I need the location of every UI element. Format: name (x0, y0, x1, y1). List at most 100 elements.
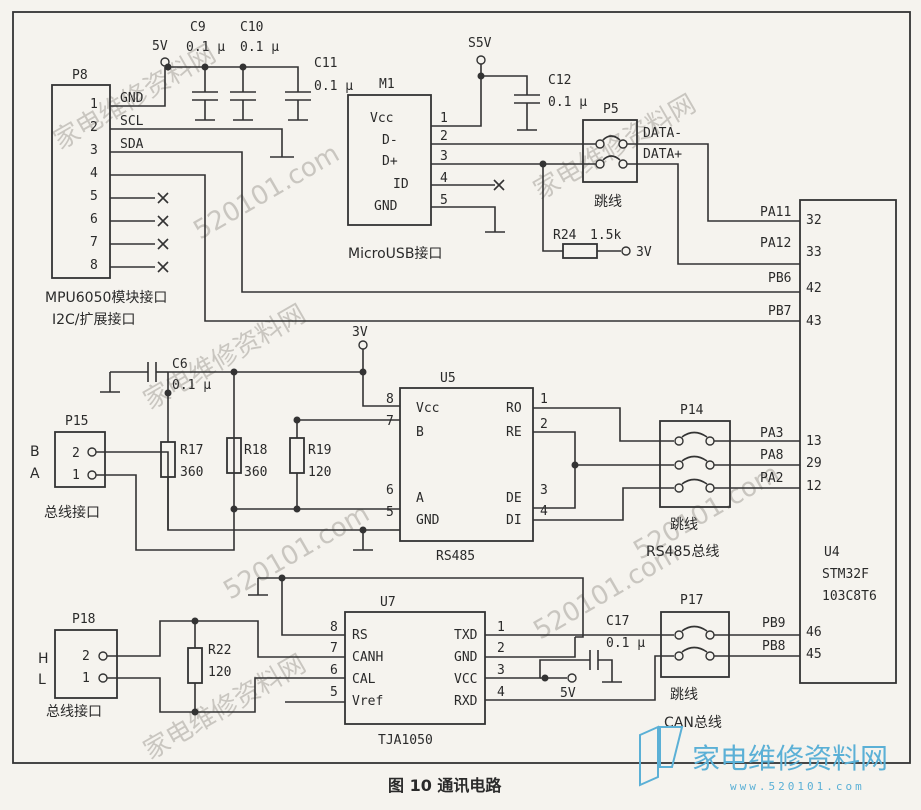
wire (109, 371, 363, 392)
p15-ref: P15 (65, 414, 88, 429)
c9-ref: C9 (190, 20, 206, 35)
wire (110, 174, 800, 322)
p8-pin-num: 1 (90, 97, 98, 112)
u4-pin: 12 (806, 479, 822, 494)
jumper-contact (705, 630, 715, 640)
u5-pin-num: 8 (386, 392, 394, 407)
u7-pin-name: RXD (454, 694, 478, 709)
u7-pin-num: 6 (330, 663, 338, 678)
jumper-contact (618, 159, 628, 169)
p18-body (54, 629, 118, 699)
capacitor-c17 (589, 650, 622, 683)
u5-body (399, 387, 534, 542)
c10-value: 0.1 μ (240, 40, 279, 55)
u4-pin: 13 (806, 434, 822, 449)
p8-pin-num: 2 (90, 120, 98, 135)
u5-pin-num: 4 (540, 504, 548, 519)
p8-pin-num: 4 (90, 166, 98, 181)
p18-pin: 2 (82, 649, 90, 664)
wire (714, 634, 800, 657)
resistor-r24 (562, 243, 598, 259)
resistor-r22 (187, 647, 203, 684)
logo-url: www.520101.com (730, 780, 865, 793)
jumper-link (681, 431, 708, 438)
junction (293, 416, 301, 424)
wire (533, 487, 674, 521)
p15-label: 总线接口 (44, 504, 100, 521)
p8-pin-num: 5 (90, 189, 98, 204)
u7-ref: U7 (380, 595, 396, 610)
u4-pin: 46 (806, 625, 822, 640)
m1-pin-name: ID (393, 177, 409, 192)
p8-pin-num: 7 (90, 235, 98, 250)
c12-ref: C12 (548, 73, 571, 88)
u7-pin-name: GND (454, 650, 478, 665)
p18-label: 总线接口 (46, 703, 102, 720)
resistor-r19 (289, 437, 305, 474)
u4-net: PA2 (760, 471, 783, 486)
no-connect-icon (157, 215, 169, 227)
rail-terminal (567, 673, 577, 683)
u7-pin-num: 7 (330, 641, 338, 656)
p5-body (582, 119, 638, 183)
u4-net: PA12 (760, 236, 791, 251)
c11-value: 0.1 μ (314, 79, 353, 94)
m1-label: MicroUSB接口 (348, 245, 442, 262)
p14-ref: P14 (680, 403, 704, 418)
jumper-link (681, 646, 708, 653)
rail-terminal (358, 340, 368, 350)
logo-mark-icon (639, 725, 684, 787)
p15-body (54, 431, 106, 488)
rail-5v-label: 5V (152, 39, 168, 54)
capacitor-c10 (230, 67, 256, 121)
wire (281, 578, 345, 636)
capacitor-c6 (147, 362, 157, 382)
wire (533, 407, 674, 442)
capacitor-c11 (285, 88, 311, 121)
rail-s5v-label: S5V (468, 36, 492, 51)
jumper-contact (705, 436, 715, 446)
p8-pin-name: SDA (120, 137, 144, 152)
junction (293, 505, 301, 513)
p8-pin-name: GND (120, 91, 144, 106)
jumper-link (681, 625, 708, 632)
junction (359, 526, 367, 534)
u4-part: STM32F (822, 567, 869, 582)
jumper-contact (674, 436, 684, 446)
p14-body (659, 420, 731, 508)
u4-net: PA3 (760, 426, 783, 441)
p8-label: MPU6050模块接口 (45, 289, 167, 306)
resistor-r18 (226, 437, 242, 474)
u5-pin-name: B (416, 425, 424, 440)
m1-ref: M1 (379, 77, 395, 92)
u5-pin-name: RE (506, 425, 522, 440)
u4-part: 103C8T6 (822, 589, 877, 604)
watermark: 520101.com (189, 139, 345, 247)
m1-pin-num: 3 (440, 149, 448, 164)
u7-pin-name: TXD (454, 628, 478, 643)
wire (627, 143, 800, 222)
wire (107, 677, 345, 713)
p8-pin-name: SCL (120, 114, 144, 129)
rail-terminal (621, 246, 631, 256)
wire (485, 637, 576, 658)
wire (110, 128, 283, 157)
rail-terminal (476, 55, 486, 65)
r19-ref: R19 (308, 443, 331, 458)
jumper-contact (705, 483, 715, 493)
r22-value: 120 (208, 665, 231, 680)
u7-pin-num: 3 (497, 663, 505, 678)
c6-ref: C6 (172, 357, 188, 372)
u4-pin: 29 (806, 456, 822, 471)
figure-caption: 图 10 通讯电路 (388, 776, 502, 795)
u7-pin-num: 4 (497, 685, 505, 700)
u7-pin-num: 8 (330, 620, 338, 635)
p5-label: 跳线 (594, 194, 622, 210)
rail-3v-label: 3V (352, 325, 368, 340)
p8-label: I2C/扩展接口 (52, 311, 136, 328)
jumper-contact (674, 651, 684, 661)
wire (362, 349, 400, 407)
r19-value: 120 (308, 465, 331, 480)
connector-p8: P8 1 2 3 4 5 6 7 8 GND SCL SDA MPU6050模块… (45, 67, 800, 328)
